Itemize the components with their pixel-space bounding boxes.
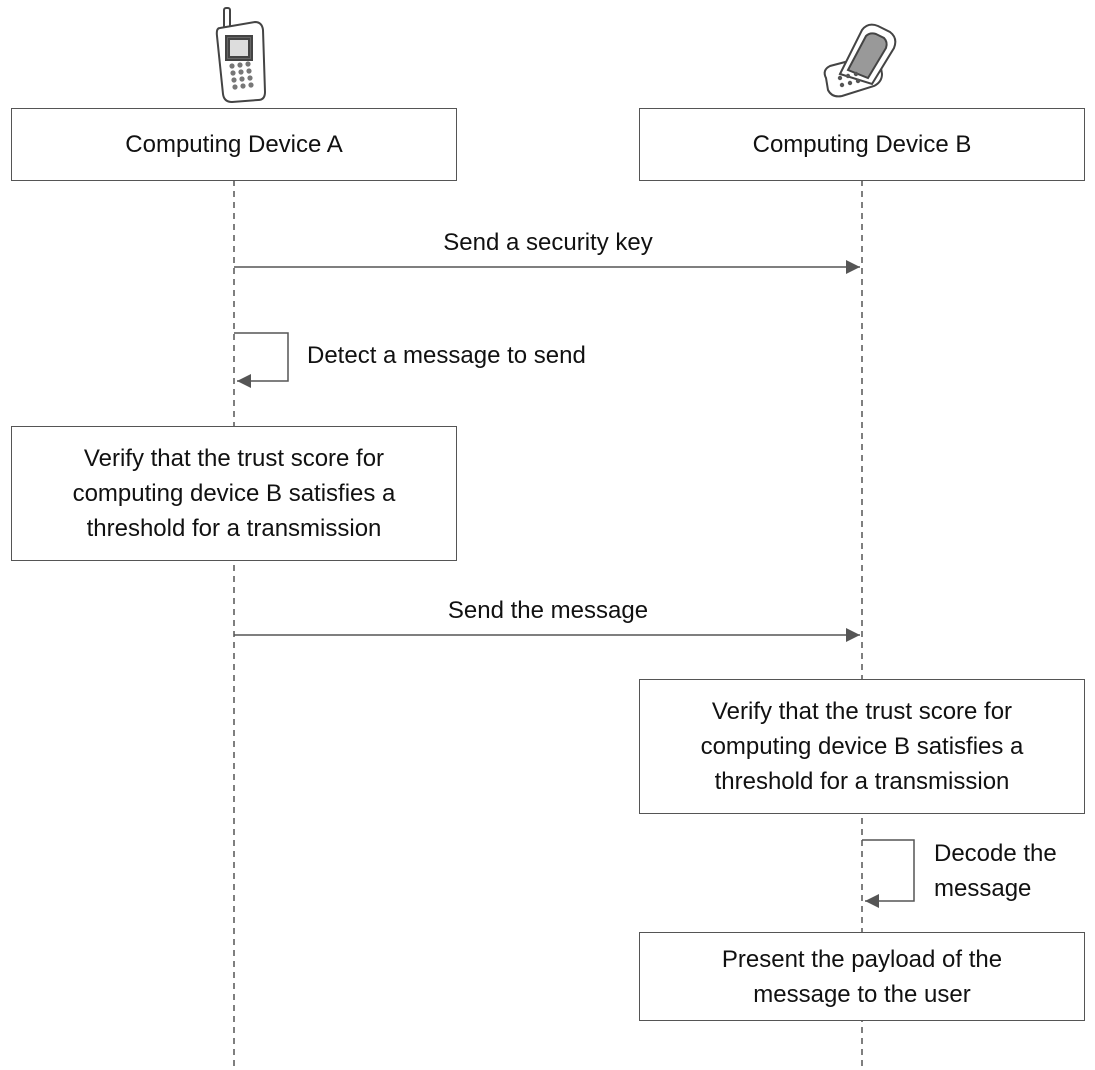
activity-text-present-payload: Present the payload of the message to th… <box>721 945 1003 1008</box>
self-message-arrow-detect <box>234 332 289 388</box>
flip-phone-icon <box>823 23 897 98</box>
activity-box-verify-trust-b: Verify that the trust score for computin… <box>639 679 1085 814</box>
participant-label-device-a: Computing Device A <box>125 131 343 158</box>
message-label-decode-message: Decode the message <box>934 840 1057 902</box>
message-label-detect-message: Detect a message to send <box>307 342 586 369</box>
participant-label-device-b: Computing Device B <box>752 131 972 158</box>
message-label-send-message: Send the message <box>447 597 649 624</box>
activity-box-verify-trust-a: Verify that the trust score for computin… <box>11 426 457 561</box>
activity-text-verify-trust-a: Verify that the trust score for computin… <box>72 445 396 542</box>
activity-box-present-payload: Present the payload of the message to th… <box>639 932 1085 1021</box>
participant-box-device-b: Computing Device B <box>639 108 1085 181</box>
message-label-send-security-key: Send a security key <box>443 229 653 256</box>
candybar-phone-icon <box>215 7 267 104</box>
participant-box-device-a: Computing Device A <box>11 108 457 181</box>
activity-text-verify-trust-b: Verify that the trust score for computin… <box>700 698 1024 795</box>
self-message-arrow-decode <box>862 839 915 908</box>
